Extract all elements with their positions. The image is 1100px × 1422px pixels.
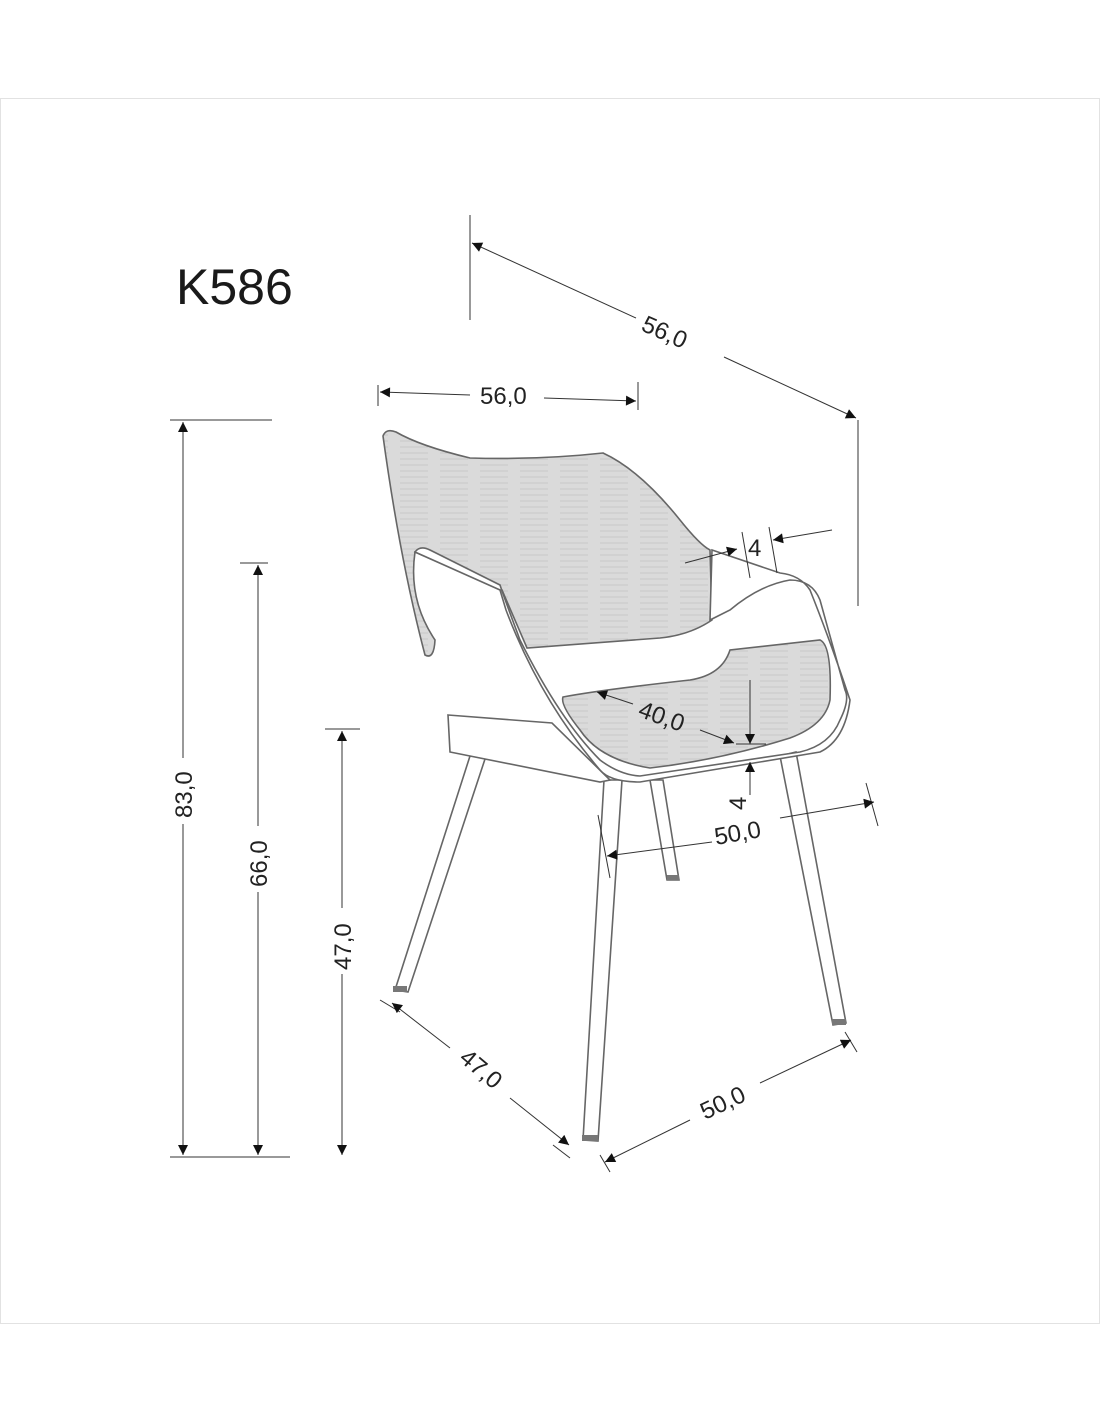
seat: [561, 639, 832, 769]
product-title: K586: [176, 259, 293, 315]
dim-label-floor-width: 50,0: [696, 1081, 750, 1125]
dim-label-depth-top: 56,0: [638, 311, 692, 355]
dimension-total-height: 83,0: [170, 419, 290, 1158]
leg-back-left: [393, 755, 488, 993]
dim-label-width-top: 56,0: [480, 383, 527, 410]
dimension-seat-width: 50,0: [597, 782, 879, 879]
dim-label-total-height: 83,0: [171, 771, 198, 818]
foot-cap: [832, 1019, 846, 1025]
dim-label-seat-height: 47,0: [330, 923, 357, 970]
dimension-floor-width: 50,0: [599, 1031, 858, 1173]
dimension-seat-height: 47,0: [325, 728, 360, 1155]
dimension-armrest-height: 66,0: [240, 562, 273, 1155]
seat-apron: [447, 714, 612, 783]
shell-frame: [413, 547, 851, 783]
foot-cap: [667, 875, 679, 880]
dim-label-seat-thickness: 4: [725, 797, 752, 810]
dimension-width-top: 56,0: [377, 382, 639, 410]
dimension-seat-thickness: 4: [725, 680, 766, 810]
dim-label-armrest-thickness: 4: [748, 535, 761, 562]
leg-front-right: [779, 751, 847, 1026]
dim-label-seat-width: 50,0: [712, 816, 763, 851]
leg-front-left: [582, 779, 623, 1142]
backrest: [382, 429, 713, 657]
dim-label-floor-depth: 47,0: [454, 1044, 507, 1095]
dimension-armrest-thickness: 4: [684, 526, 833, 579]
leg-back-middle: [649, 779, 680, 881]
foot-cap: [582, 1135, 598, 1141]
dim-label-armrest-height: 66,0: [246, 840, 273, 887]
dimension-floor-depth: 47,0: [379, 999, 571, 1159]
foot-cap: [393, 986, 407, 992]
chair-illustration: [382, 429, 851, 1142]
